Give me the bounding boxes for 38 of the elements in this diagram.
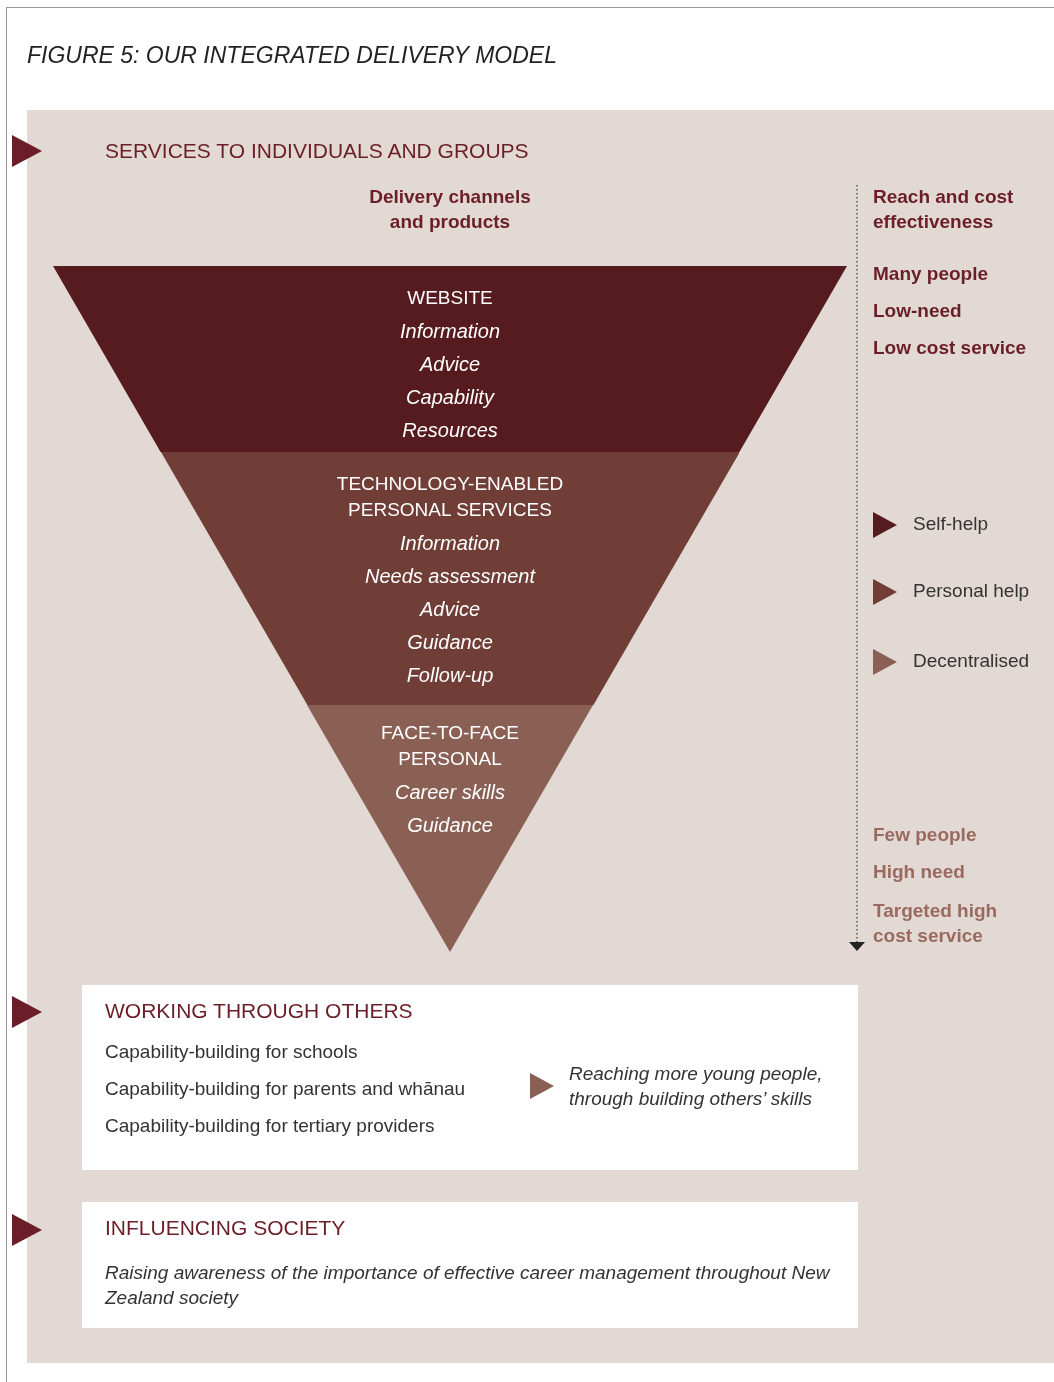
legend-text: Decentralised [913, 650, 1030, 672]
service-item: Resources [402, 418, 498, 443]
service-item: Guidance [407, 813, 493, 838]
service-item: Information [399, 319, 501, 344]
funnel-band [53, 266, 847, 452]
list-item: Capability-building for parents and whānau [105, 1078, 466, 1100]
reach-note: Low cost service [873, 337, 1027, 359]
section-card [82, 1202, 858, 1328]
legend-text: Personal help [913, 580, 1030, 602]
reach-note: High need [873, 861, 965, 883]
figure-title: FIGURE 5: OUR INTEGRATED DELIVERY MODEL [27, 42, 557, 69]
band-heading: WEBSITE [407, 286, 493, 310]
reach-note: Low-need [873, 300, 962, 322]
summary-text: Reaching more young people, through building others’ skills [569, 1062, 824, 1111]
section-heading: INFLUENCING SOCIETY [105, 1216, 346, 1240]
list-item: Capability-building for schools [105, 1041, 358, 1063]
band-heading: TECHNOLOGY-ENABLED PERSONAL SERVICES [335, 472, 565, 522]
service-item: Needs assessment [364, 564, 536, 589]
list-item: Capability-building for tertiary providers [105, 1115, 435, 1137]
description-text: Raising awareness of the importance of effective career management throughout New Zealand society [105, 1261, 832, 1310]
service-item: Capability [406, 385, 494, 410]
reach-note: Targeted high cost service [873, 899, 999, 948]
service-item: Guidance [407, 630, 493, 655]
legend-text: Self-help [913, 513, 988, 535]
section-heading: WORKING THROUGH OTHERS [105, 999, 413, 1023]
band-heading: FACE-TO-FACE PERSONAL [380, 721, 520, 771]
reach-note: Few people [873, 824, 977, 846]
service-item: Advice [419, 597, 480, 622]
service-item: Information [399, 531, 500, 556]
service-item: Follow-up [406, 663, 494, 688]
reach-note: Many people [873, 263, 989, 285]
funnel-band [160, 452, 740, 705]
section-heading: SERVICES TO INDIVIDUALS AND GROUPS [105, 139, 529, 163]
service-item: Career skills [395, 780, 505, 805]
column-heading: Reach and cost effectiveness [873, 185, 1015, 234]
section-card [82, 985, 858, 1170]
column-heading: Delivery channels and products [368, 185, 532, 234]
service-item: Advice [420, 352, 480, 377]
